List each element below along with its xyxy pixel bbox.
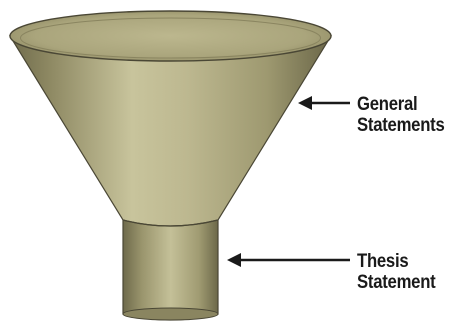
thesis-statement-line2: Statement	[357, 272, 435, 293]
funnel-stem-bottom	[123, 308, 218, 320]
thesis-statement-label: Thesis Statement	[357, 251, 435, 293]
funnel-rim	[10, 11, 331, 61]
general-statements-line2: Statements	[357, 115, 445, 136]
thesis-statement-line1: Thesis	[357, 251, 435, 272]
general-statements-line1: General	[357, 94, 445, 115]
funnel-stem	[123, 220, 218, 320]
general-statements-label: General Statements	[357, 94, 445, 136]
funnel-cone	[10, 36, 331, 226]
arrow-general	[298, 96, 350, 110]
arrow-thesis	[227, 253, 350, 267]
